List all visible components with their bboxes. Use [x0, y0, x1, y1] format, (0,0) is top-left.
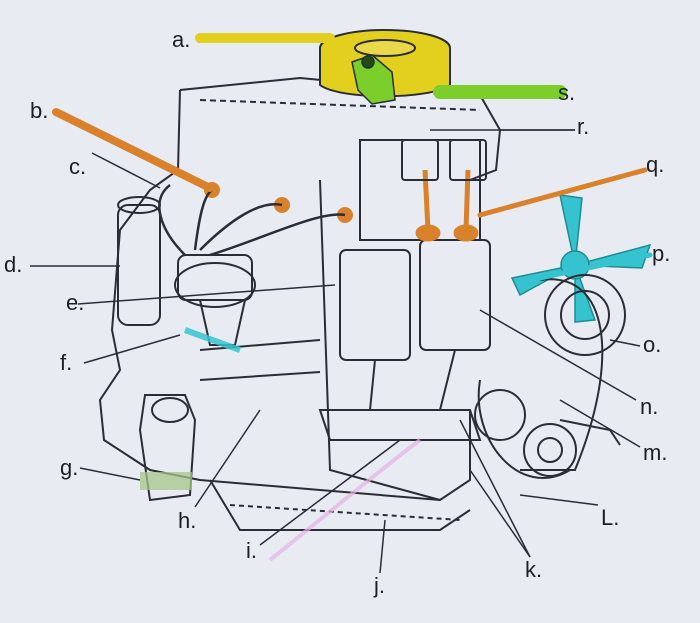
- label-p: p.: [652, 241, 671, 266]
- label-k: k.: [525, 557, 543, 582]
- label-q: q.: [646, 152, 665, 177]
- fuel-pump: [351, 54, 396, 105]
- label-j: j.: [374, 573, 385, 598]
- oil-filter: [138, 394, 197, 502]
- ignition-coil: [117, 196, 161, 326]
- highlighter-marks: [52, 33, 653, 283]
- label-d: d.: [4, 252, 23, 277]
- label-b: b.: [30, 98, 49, 123]
- label-m: m.: [643, 440, 668, 465]
- label-f: f.: [60, 350, 73, 375]
- label-i: i.: [246, 538, 257, 563]
- leader-lines: [30, 41, 641, 574]
- label-s: s.: [558, 80, 576, 105]
- label-h: h.: [178, 508, 197, 533]
- cylinder-section: [318, 239, 491, 441]
- valve-springs: [401, 139, 487, 181]
- label-e: e.: [66, 290, 85, 315]
- engine-block: [98, 76, 502, 531]
- label-L: L.: [601, 505, 620, 530]
- label-r: r.: [577, 114, 590, 139]
- label-g: g.: [60, 455, 79, 480]
- pulleys: [474, 274, 626, 479]
- distributor: [174, 254, 256, 346]
- label-c: c.: [69, 154, 87, 179]
- label-a: a.: [172, 27, 191, 52]
- label-n: n.: [640, 394, 659, 419]
- label-o: o.: [643, 332, 662, 357]
